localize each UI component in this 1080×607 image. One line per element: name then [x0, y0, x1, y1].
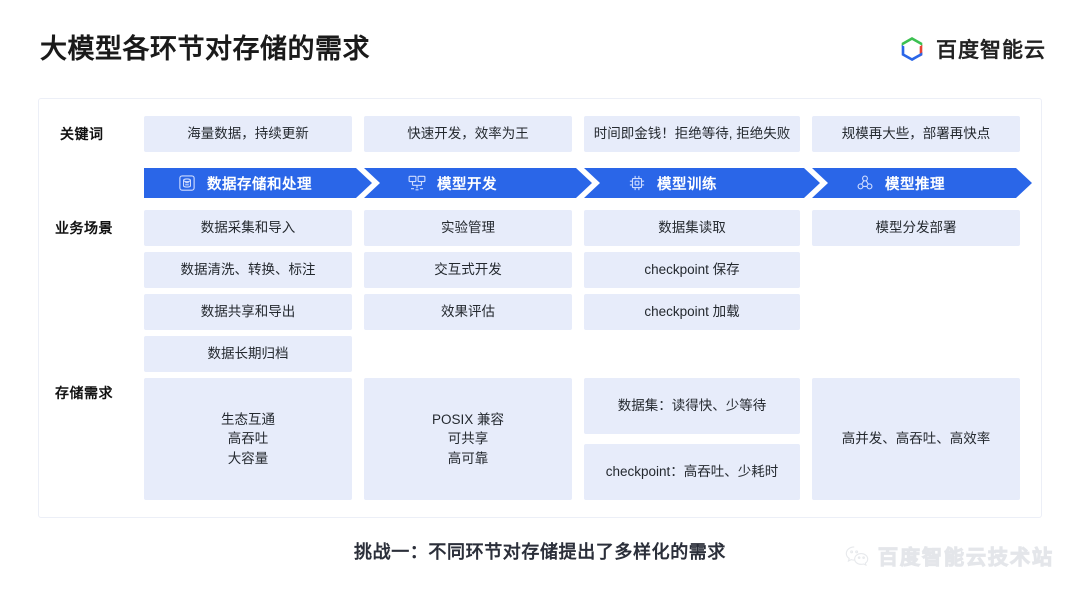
- storage-cell-5: 高并发、高吞吐、高效率: [812, 378, 1020, 500]
- scene-cell-c3-r2: checkpoint 保存: [584, 252, 800, 288]
- page-title: 大模型各环节对存储的需求: [40, 34, 370, 64]
- scene-cell-c1-r2: 数据清洗、转换、标注: [144, 252, 352, 288]
- stage-chevron-1[interactable]: 数据存储和处理: [144, 168, 372, 198]
- scene-cell-c1-r3: 数据共享和导出: [144, 294, 352, 330]
- storage-cell-2: POSIX 兼容 可共享 高可靠: [364, 378, 572, 500]
- keyword-cell-3: 时间即金钱！拒绝等待, 拒绝失败: [584, 116, 800, 152]
- wechat-icon: [845, 545, 869, 566]
- monitors-network-icon: [408, 174, 426, 192]
- stage-chevron-strip: 数据存储和处理 模型开发 模型训练: [144, 168, 1032, 198]
- keyword-cell-1: 海量数据，持续更新: [144, 116, 352, 152]
- storage-cell-2-line-2: 可共享: [447, 431, 489, 447]
- scene-cell-c2-r1: 实验管理: [364, 210, 572, 246]
- slide-header: 大模型各环节对存储的需求 百度智能云: [0, 0, 1080, 92]
- brand-name: 百度智能云: [936, 39, 1046, 62]
- scene-cell-c4-r1: 模型分发部署: [812, 210, 1020, 246]
- scene-cell-c2-r3: 效果评估: [364, 294, 572, 330]
- stage-label-2: 模型开发: [437, 176, 497, 193]
- database-icon: [178, 174, 196, 192]
- stage-chevron-4[interactable]: 模型推理: [812, 168, 1032, 198]
- storage-cell-1-line-1: 生态互通: [221, 411, 275, 427]
- storage-cell-1-line-3: 大容量: [227, 450, 269, 466]
- storage-cell-4: checkpoint：高吞吐、少耗时: [584, 444, 800, 500]
- baidu-cloud-hexagon-logo-icon: [901, 37, 923, 61]
- row-label-scene: 业务场景: [55, 220, 113, 236]
- scene-cell-c2-r2: 交互式开发: [364, 252, 572, 288]
- stage-label-4: 模型推理: [885, 176, 945, 193]
- brand-lockup: 百度智能云: [897, 34, 1046, 64]
- slide-caption: 挑战一：不同环节对存储提出了多样化的需求: [354, 542, 726, 562]
- storage-cell-2-line-1: POSIX 兼容: [431, 411, 504, 427]
- keyword-cell-4: 规模再大些，部署再快点: [812, 116, 1020, 152]
- storage-cell-1-line-2: 高吞吐: [227, 431, 269, 447]
- storage-cell-2-line-3: 高可靠: [447, 450, 489, 466]
- chip-icon: [628, 174, 646, 192]
- row-label-storage: 存储需求: [55, 385, 113, 401]
- nodes-icon: [856, 174, 874, 192]
- keyword-cell-2: 快速开发，效率为王: [364, 116, 572, 152]
- scene-cell-c3-r1: 数据集读取: [584, 210, 800, 246]
- row-label-keyword: 关键词: [60, 126, 104, 142]
- storage-cell-3: 数据集：读得快、少等待: [584, 378, 800, 434]
- scene-cell-c1-r1: 数据采集和导入: [144, 210, 352, 246]
- storage-cell-1: 生态互通 高吞吐 大容量: [144, 378, 352, 500]
- stage-chevron-2[interactable]: 模型开发: [364, 168, 592, 198]
- scene-cell-c1-r4: 数据长期归档: [144, 336, 352, 372]
- scene-cell-c3-r3: checkpoint 加载: [584, 294, 800, 330]
- stage-label-1: 数据存储和处理: [207, 176, 312, 193]
- watermark: 百度智能云技术站: [844, 541, 1054, 570]
- watermark-text: 百度智能云技术站: [878, 547, 1054, 570]
- stage-chevron-3[interactable]: 模型训练: [584, 168, 820, 198]
- stage-label-3: 模型训练: [657, 176, 717, 193]
